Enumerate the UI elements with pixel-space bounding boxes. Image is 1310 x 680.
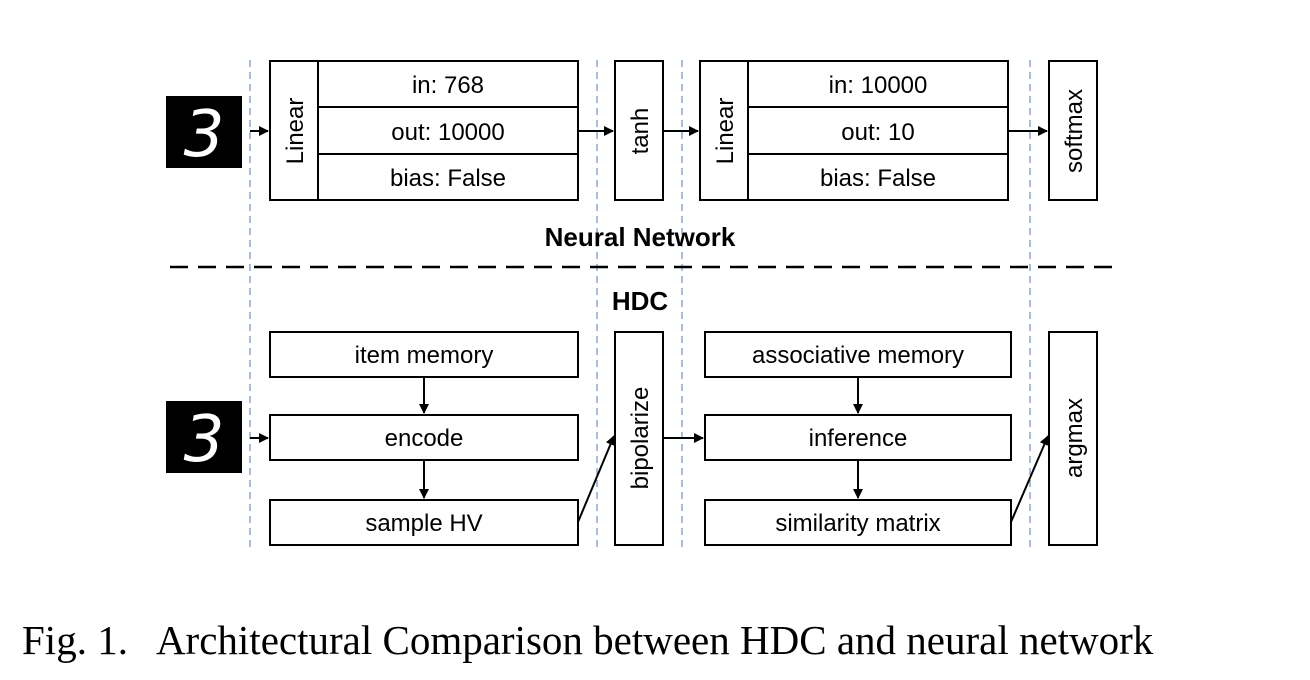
nn-softmax-label: softmax (1061, 89, 1088, 173)
hdc-section-title: HDC (612, 286, 669, 316)
arrow (577, 435, 616, 523)
nn-linear1-block: Linear in: 768 out: 10000 bias: False (269, 60, 579, 201)
hdc-associative-memory-label: associative memory (752, 342, 964, 369)
figure-caption: Fig. 1. Architectural Comparison between … (22, 616, 1153, 664)
nn-linear1-name: Linear (282, 98, 309, 165)
hdc-inference-box: inference (704, 414, 1012, 461)
nn-linear2-block: Linear in: 10000 out: 10 bias: False (699, 60, 1009, 201)
nn-linear2-name: Linear (712, 98, 739, 165)
hdc-sample-hv-box: sample HV (269, 499, 579, 546)
hdc-input-digit: 3 (184, 403, 225, 477)
hdc-encode-box: encode (269, 414, 579, 461)
figure-caption-text: Architectural Comparison between HDC and… (155, 617, 1154, 663)
nn-linear2-in: in: 10000 (829, 72, 928, 99)
hdc-item-memory-label: item memory (355, 342, 494, 369)
figure-number: Fig. 1. (22, 617, 128, 663)
hdc-argmax-block: argmax (1048, 331, 1098, 546)
nn-input-image: 3 (166, 96, 242, 172)
nn-tanh-label: tanh (627, 108, 654, 155)
arrow (1010, 435, 1050, 523)
hdc-item-memory-box: item memory (269, 331, 579, 378)
nn-linear2-bias: bias: False (820, 165, 936, 192)
nn-input-digit: 3 (184, 98, 225, 172)
nn-linear1-in: in: 768 (412, 72, 484, 99)
nn-linear2-out: out: 10 (841, 119, 914, 146)
hdc-bipolarize-label: bipolarize (627, 387, 654, 490)
hdc-input-image: 3 (166, 401, 242, 477)
nn-softmax-block: softmax (1048, 60, 1098, 201)
hdc-encode-label: encode (385, 425, 464, 452)
hdc-inference-label: inference (809, 425, 908, 452)
nn-linear1-out: out: 10000 (391, 119, 504, 146)
hdc-bipolarize-block: bipolarize (614, 331, 664, 546)
architecture-diagram: 3 Linear in: 768 out: 10000 bias: False … (166, 60, 1115, 548)
nn-linear1-bias: bias: False (390, 165, 506, 192)
hdc-argmax-label: argmax (1061, 398, 1088, 478)
hdc-similarity-matrix-label: similarity matrix (775, 510, 940, 537)
nn-section-title: Neural Network (545, 222, 736, 252)
hdc-similarity-matrix-box: similarity matrix (704, 499, 1012, 546)
hdc-sample-hv-label: sample HV (365, 510, 482, 537)
hdc-associative-memory-box: associative memory (704, 331, 1012, 378)
nn-tanh-block: tanh (614, 60, 664, 201)
